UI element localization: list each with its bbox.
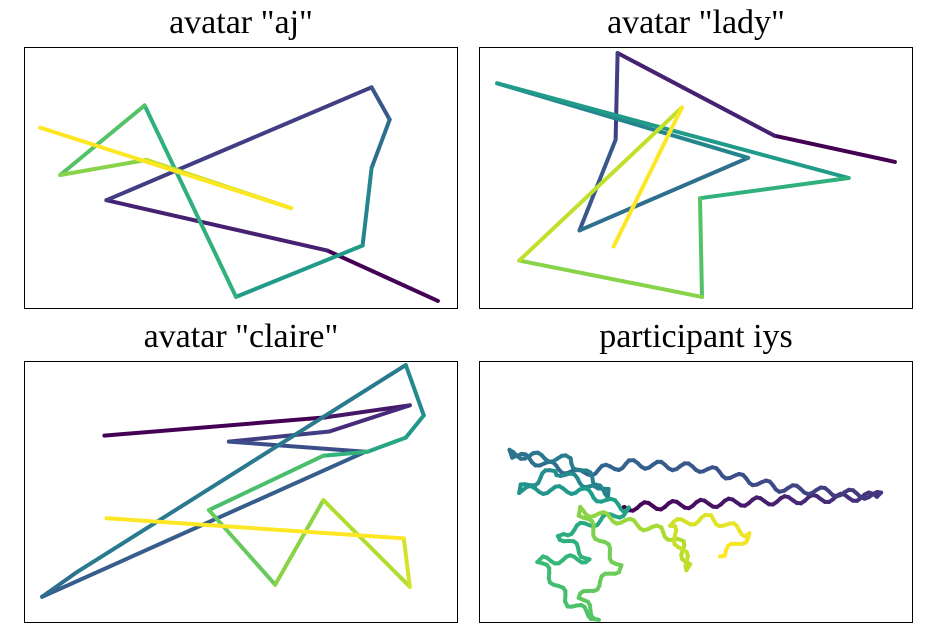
trajectory-segment [142,103,238,299]
trajectory-segment [321,498,412,589]
trajectory-segment [104,516,406,541]
trajectory-segment [102,415,328,438]
trajectory-segment [718,553,727,559]
trajectory-segment [58,103,147,177]
trajectory-segment [698,196,704,299]
trajectory-segment [517,258,704,299]
trajectory-segment [104,85,374,203]
trajectory-segment [38,125,294,211]
plot-frame [24,47,458,309]
trajectory-segment [772,133,897,164]
trajectory [38,85,440,303]
plot-lady [479,47,913,309]
trajectory-segment [234,243,365,299]
panel-title-aj: avatar "aj" [169,4,313,41]
trajectory-segment [517,105,684,263]
trajectory-segment [226,439,368,454]
trajectory-segment [615,51,777,138]
plot-frame [479,361,913,623]
trajectory-segment [273,498,326,587]
trajectory-segment [58,157,149,177]
panel-title-claire: avatar "claire" [143,318,339,355]
start-dot [622,505,626,509]
trajectory [495,51,897,299]
trajectory-segment [495,81,851,180]
panel-title-lady: avatar "lady" [607,4,785,41]
trajectory-segment [360,165,374,248]
trajectory-segment [613,51,620,142]
trajectory-segment [226,429,332,444]
trajectory-segment [40,570,79,599]
trajectory [40,363,426,599]
panel-title-iys: participant iys [599,318,793,355]
trajectory-segment [206,453,326,513]
trajectory-segment [369,117,392,170]
trajectory-segment [369,85,392,122]
plot-iys [479,361,913,623]
trajectory-segment [323,403,412,420]
trajectory-segment [403,413,426,440]
trajectory [507,447,884,622]
plot-frame [479,47,913,309]
trajectory-segment [104,198,330,253]
trajectory-segment [206,508,278,587]
trajectory-segment [327,403,412,434]
trajectory-segment [321,449,370,458]
trajectory-segment [401,536,412,589]
trajectory-segment [403,363,426,418]
trajectory-segment [325,248,440,303]
plot-aj [24,47,458,309]
plot-frame [24,361,458,623]
trajectory-segment [698,176,851,201]
trajectory-segment [577,155,751,233]
trajectory-segment [365,435,408,454]
plot-claire [24,361,458,623]
trajectory-segment [74,363,408,575]
trajectory-segment [611,105,684,249]
